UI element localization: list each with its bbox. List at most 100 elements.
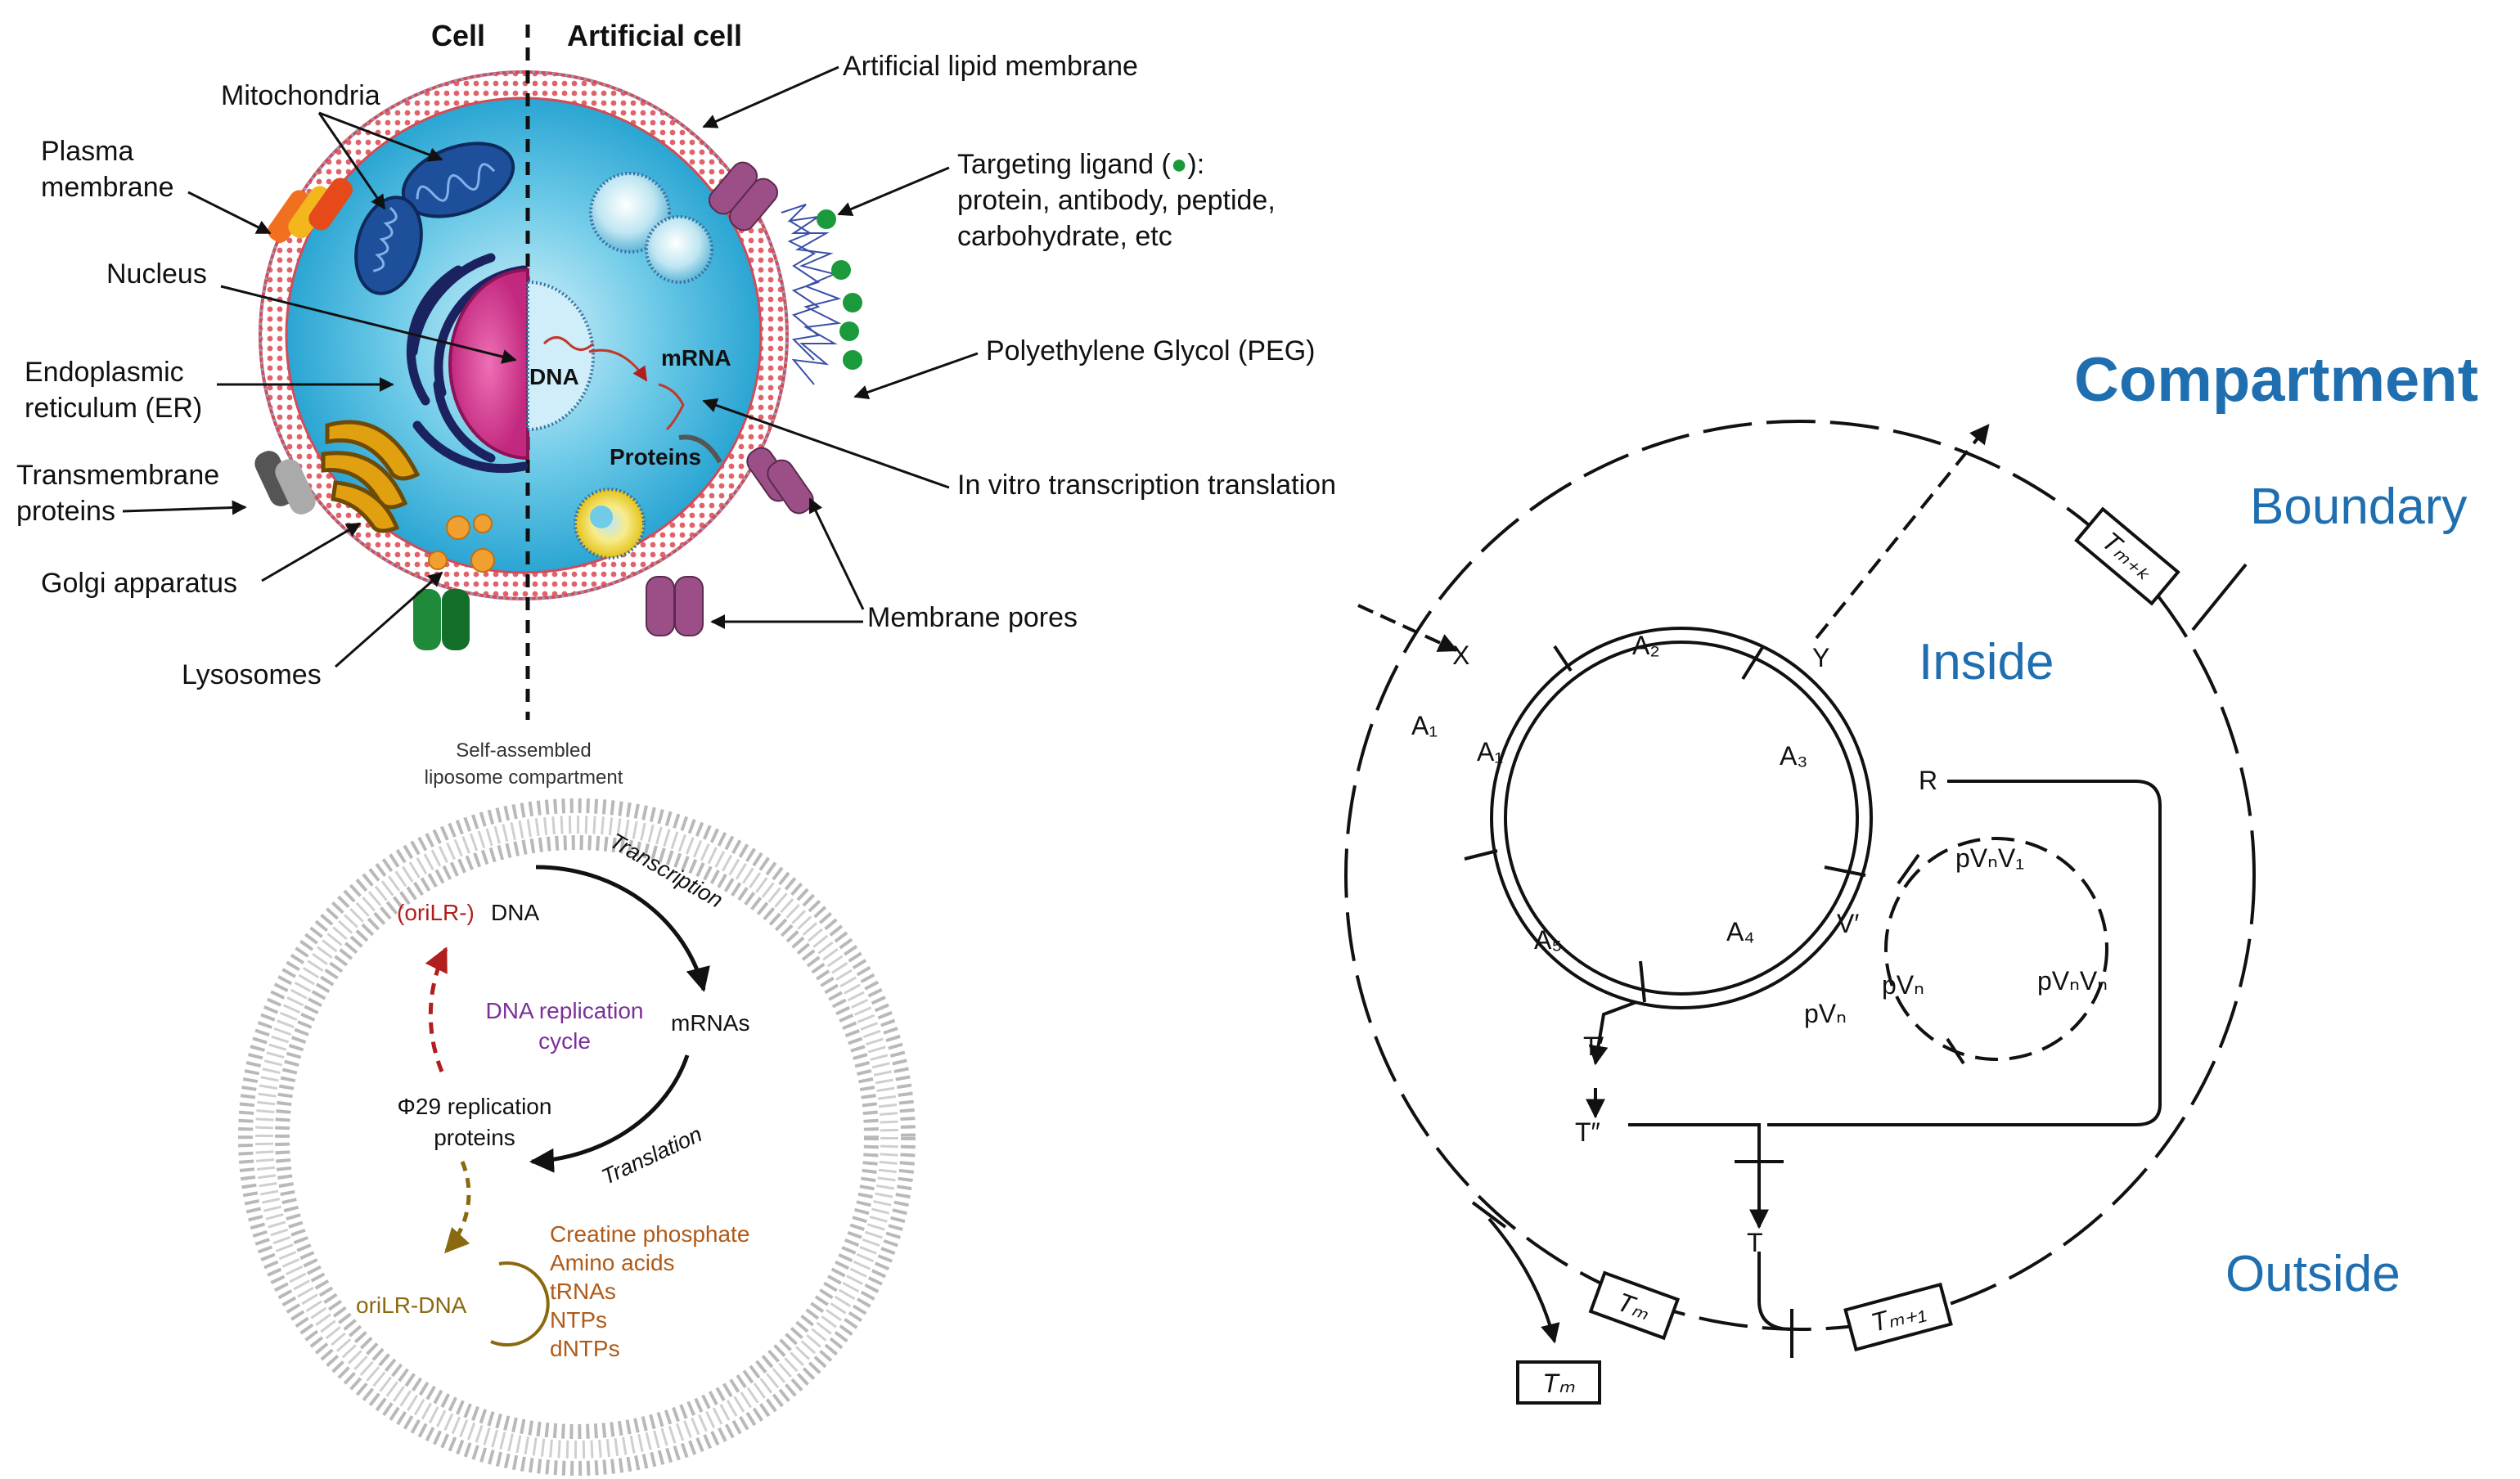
header-artificial-cell: Artificial cell [567, 19, 742, 52]
supply-item: tRNAs [550, 1279, 616, 1304]
tmk-box: Tₘ₊ₖ [2074, 506, 2180, 606]
label-peg: Polyethylene Glycol (PEG) [986, 335, 1316, 366]
mitochondria-icon [354, 142, 515, 295]
node-t-prime: T′ [1583, 1032, 1604, 1061]
artificial-nucleus-icon [526, 280, 595, 432]
label-targeting-ligand-1: Targeting ligand (●): [957, 149, 1204, 180]
supply-item: Amino acids [550, 1250, 675, 1275]
phi29-label-2: proteins [434, 1125, 515, 1150]
boundary-pointer [2191, 563, 2248, 632]
node-t: T [1747, 1228, 1763, 1257]
tm-exit-arrow [1487, 1217, 1560, 1344]
node-x: X [1452, 641, 1469, 670]
proteins-label: Proteins [610, 444, 701, 470]
label-membrane-pores: Membrane pores [867, 602, 1078, 633]
supply-item: NTPs [550, 1307, 607, 1333]
membrane-outer-heads [259, 70, 789, 600]
cycle-label-2: cycle [538, 1028, 591, 1054]
y-outflow [1815, 424, 1990, 640]
outside-label: Outside [2225, 1246, 2401, 1302]
tm-box-2: Tₘ [1588, 1270, 1681, 1341]
liposome-tails [255, 816, 898, 1459]
orilr-arrow [443, 1161, 471, 1254]
node-a1-outer: A₁ [1411, 711, 1438, 740]
plasma-channel-icon [268, 178, 353, 243]
label-er-1: Endoplasmic [25, 357, 184, 388]
green-channel-icon [413, 589, 470, 650]
compartment-diagram: Compartment Boundary Inside Outside [1344, 345, 2478, 1405]
compartment-title: Compartment [2074, 345, 2478, 415]
label-artificial-lipid-membrane: Artificial lipid membrane [843, 51, 1138, 82]
transcription-arrow [588, 348, 648, 382]
orilr-loop [490, 1261, 550, 1346]
template-bar [1897, 853, 1920, 885]
replication-arrow [425, 946, 448, 1072]
t-exit [1757, 1252, 1793, 1331]
node-a2: A₂ [1632, 631, 1660, 660]
label-membrane: membrane [41, 172, 174, 203]
translation-label: Translation [598, 1122, 706, 1189]
node-a3: A₃ [1780, 741, 1807, 771]
cycle-bars [1464, 645, 1866, 1003]
liposome-inner-leaflet [275, 835, 879, 1439]
node-pvn-1: pVₙ [1882, 970, 1924, 1000]
orilr-minus-label: (oriLR-) [397, 900, 475, 925]
label-targeting-ligand-3: carbohydrate, etc [957, 221, 1172, 252]
node-v-prime: V′ [1837, 909, 1859, 938]
tm-exit-bar [1471, 1201, 1507, 1229]
supply-list: Creatine phosphate Amino acids tRNAs NTP… [550, 1221, 749, 1361]
liposome-diagram: Self-assembled liposome compartment (ori… [238, 740, 916, 1476]
liposome-title-1: Self-assembled [456, 740, 591, 762]
mrna-strand-icon [658, 383, 685, 431]
peg-icon [781, 204, 842, 385]
liposome-outer-leaflet [238, 798, 916, 1476]
node-a4: A₄ [1726, 917, 1754, 946]
node-t-dprime: T″ [1575, 1117, 1600, 1147]
tm-box-1: Tₘ [1516, 1360, 1601, 1405]
label-er-2: reticulum (ER) [25, 393, 202, 424]
transmembrane-protein-icon [254, 451, 316, 515]
tm1-box: Tₘ₊₁ [1843, 1282, 1953, 1352]
t-pathway [1628, 1123, 1761, 1162]
label-nucleus: Nucleus [106, 258, 207, 290]
svg-text:Tₘ: Tₘ [1542, 1369, 1575, 1398]
supply-item: Creatine phosphate [550, 1221, 749, 1247]
node-a5: A₅ [1534, 925, 1562, 955]
label-mitochondria: Mitochondria [221, 80, 380, 111]
liposome-dna-label: DNA [491, 900, 539, 925]
inside-label: Inside [1919, 634, 2054, 690]
phi29-label-1: Φ29 replication [398, 1094, 552, 1119]
cycle-label-1: DNA replication [486, 998, 644, 1023]
node-a1-inner: A₁ [1477, 737, 1503, 766]
header-cell: Cell [431, 19, 485, 52]
nucleus-icon [448, 267, 529, 461]
compartment-boundary [1344, 420, 2256, 1331]
metabolic-cycle-inner [1504, 641, 1859, 996]
dna-strand-icon [542, 336, 595, 351]
node-y: Y [1812, 643, 1829, 672]
template-bar [1946, 1037, 1965, 1065]
label-golgi: Golgi apparatus [41, 568, 237, 599]
node-r: R [1919, 766, 1937, 795]
x-inflow [1357, 604, 1459, 652]
translation-arrow [529, 1054, 690, 1173]
orilr-dna-label: oriLR-DNA [356, 1292, 467, 1318]
label-transmembrane-2: proteins [16, 496, 115, 527]
membrane-pore-icon [646, 161, 814, 636]
mrnas-label: mRNAs [671, 1010, 749, 1036]
metabolic-cycle-outer [1490, 627, 1873, 1009]
node-pvnv1: pVₙV₁ [1955, 843, 2024, 873]
r-pathway [1767, 780, 2162, 1126]
t-prime-arrow [1588, 1000, 1637, 1066]
liposome-title-2: liposome compartment [425, 766, 623, 789]
label-lysosomes: Lysosomes [182, 659, 322, 690]
golgi-icon [321, 420, 421, 533]
boundary-label: Boundary [2250, 479, 2467, 535]
mrna-label: mRNA [661, 345, 731, 371]
label-transmembrane-1: Transmembrane [16, 460, 219, 491]
label-plasma: Plasma [41, 136, 133, 167]
node-pvnvn: pVₙVₙ [2037, 966, 2108, 996]
cell-diagram: Cell Artificial cell [16, 19, 1336, 720]
vesicle-icon [574, 172, 713, 560]
